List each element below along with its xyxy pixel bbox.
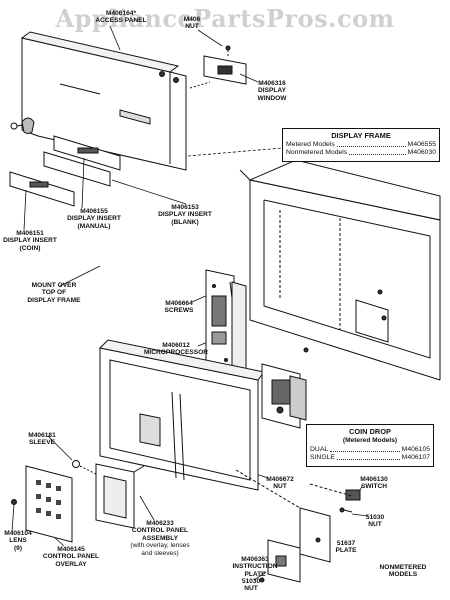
control-panel-assembly [98,339,265,491]
knob-parts [10,71,179,134]
sleeve [72,460,101,477]
display-insert-blank [43,151,111,187]
label-access-panel: M406164*ACCESS PANEL [95,10,147,25]
leader-lines [11,25,369,581]
coin-drop-title: COIN DROP [349,427,391,436]
microprocessor-board [205,269,247,379]
coin-drop-mechanism [261,363,307,429]
watermark: AppliancePartsPros.com [55,4,395,33]
cabinet [239,159,441,381]
control-panel-overlay [11,465,73,543]
coin-chute-frame [95,463,145,529]
nonmetered-parts [235,469,361,583]
access-panel [20,31,187,171]
coin-drop-subtitle: (Metered Models) [342,437,398,444]
display-frame-title: DISPLAY FRAME [331,131,391,140]
display-insert-manual [53,135,121,171]
display-window [189,45,247,89]
display-insert-coin [9,171,75,207]
